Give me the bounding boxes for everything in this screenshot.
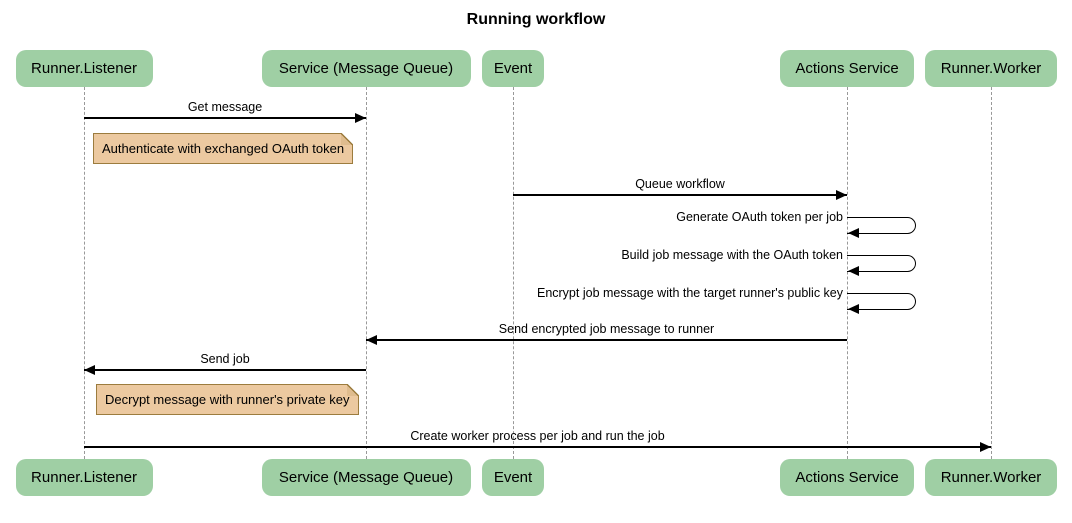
lifeline-event — [513, 87, 514, 459]
actor-runner-listener-bottom: Runner.Listener — [15, 459, 153, 496]
actor-service-message-queue-top: Service (Message Queue) — [261, 50, 471, 87]
arrowhead-icon — [848, 228, 859, 238]
self-message-loop — [847, 293, 916, 310]
arrowhead-icon — [836, 190, 847, 200]
actor-runner-listener-top: Runner.Listener — [15, 50, 153, 87]
message-label: Generate OAuth token per job — [676, 210, 843, 224]
arrowhead-icon — [980, 442, 991, 452]
message-label: Get message — [187, 100, 263, 114]
lifeline-runner-listener — [84, 87, 85, 459]
actor-event-bottom: Event — [482, 459, 544, 496]
arrowhead-icon — [848, 266, 859, 276]
message-label: Send encrypted job message to runner — [498, 322, 715, 336]
message-arrow — [84, 117, 366, 119]
self-message-loop — [847, 217, 916, 234]
actor-actions-service-bottom: Actions Service — [780, 459, 914, 496]
message-arrow — [84, 446, 991, 448]
note-fold-corner — [341, 133, 354, 145]
diagram-title: Running workflow — [466, 11, 606, 28]
arrowhead-icon — [355, 113, 366, 123]
message-label: Build job message with the OAuth token — [621, 248, 843, 262]
message-label: Create worker process per job and run th… — [410, 429, 665, 443]
note-label: Decrypt message with runner's private ke… — [105, 392, 350, 407]
lifeline-service-message-queue — [366, 87, 367, 459]
note-label: Authenticate with exchanged OAuth token — [102, 141, 345, 156]
actor-runner-worker-top: Runner.Worker — [925, 50, 1057, 87]
message-arrow — [366, 339, 847, 341]
actor-runner-worker-bottom: Runner.Worker — [925, 459, 1057, 496]
arrowhead-icon — [84, 365, 95, 375]
message-label: Queue workflow — [635, 177, 725, 191]
actor-event-top: Event — [482, 50, 544, 87]
lifeline-actions-service — [847, 87, 848, 459]
note: Decrypt message with runner's private ke… — [96, 384, 359, 415]
self-message-loop — [847, 255, 916, 272]
note: Authenticate with exchanged OAuth token — [93, 133, 354, 164]
message-arrow — [84, 369, 366, 371]
note-fold-corner — [346, 384, 359, 396]
message-label: Send job — [200, 352, 250, 366]
arrowhead-icon — [848, 304, 859, 314]
actor-actions-service-top: Actions Service — [780, 50, 914, 87]
lifeline-runner-worker — [991, 87, 992, 459]
message-label: Encrypt job message with the target runn… — [536, 286, 843, 300]
message-arrow — [513, 194, 847, 196]
actor-service-message-queue-bottom: Service (Message Queue) — [261, 459, 471, 496]
arrowhead-icon — [366, 335, 377, 345]
